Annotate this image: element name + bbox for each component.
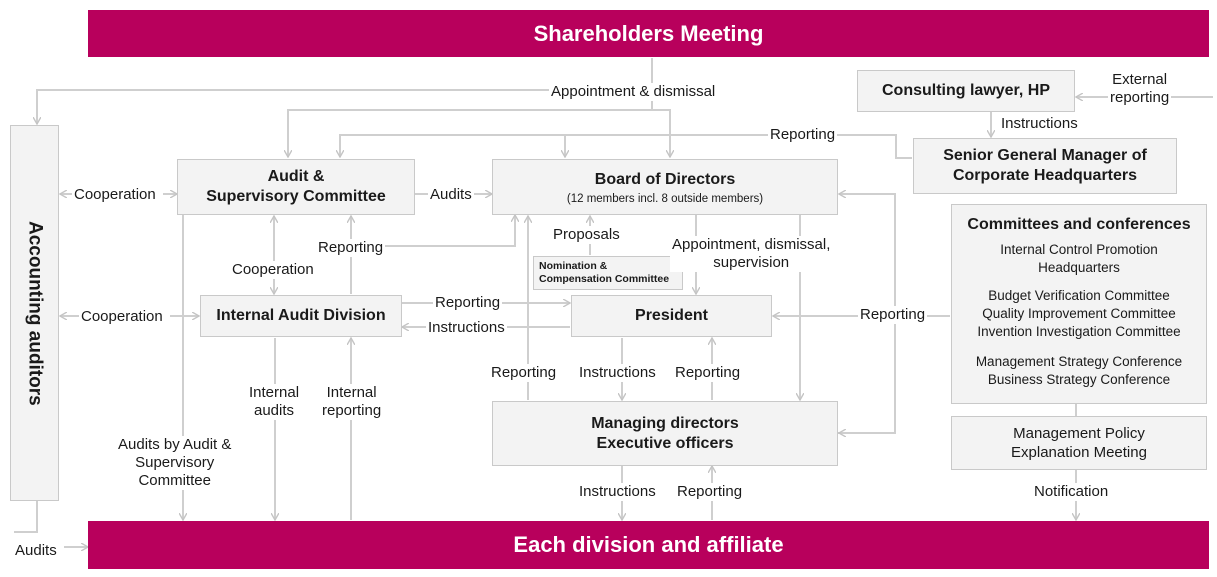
each-division-band: Each division and affiliate	[88, 521, 1209, 569]
managing-directors-box: Managing directors Executive officers	[492, 401, 838, 466]
managing-line1: Managing directors	[591, 414, 739, 432]
instructions-lawyer-label: Instructions	[999, 115, 1080, 133]
internal-reporting-line1: Internal	[326, 384, 377, 401]
accounting-auditors-label: Accounting auditors	[24, 220, 46, 406]
cooperation-label-1: Cooperation	[72, 186, 158, 204]
committee-item: Headquarters	[1038, 260, 1120, 275]
external-reporting-label: External reporting	[1108, 71, 1172, 107]
consulting-lawyer-box: Consulting lawyer, HP	[857, 70, 1075, 112]
appt-supervision-line2: supervision	[713, 254, 790, 271]
shareholders-meeting-band: Shareholders Meeting	[88, 10, 1209, 57]
committee-item: Budget Verification Committee	[988, 288, 1170, 303]
each-division-label: Each division and affiliate	[513, 532, 784, 557]
audit-committee-line1: Audit &	[267, 168, 325, 185]
reporting-ia-president-label: Reporting	[433, 294, 503, 312]
audits-by-committee-line1: Audits by Audit &	[118, 436, 232, 453]
appointment-dismissal-label: Appointment & dismissal	[549, 83, 718, 101]
audit-supervisory-committee-box: Audit & Supervisory Committee	[177, 159, 415, 215]
consulting-lawyer-label: Consulting lawyer, HP	[881, 82, 1051, 99]
external-reporting-line2: reporting	[1110, 89, 1170, 106]
committee-item: Internal Control Promotion	[1000, 242, 1158, 257]
audits-by-committee-line3: Committee	[138, 472, 211, 489]
committee-item: Management Strategy Conference	[975, 354, 1183, 369]
cooperation-label-2: Cooperation	[230, 261, 316, 279]
instructions-president-md-label: Instructions	[577, 364, 658, 382]
reporting-division-md-label: Reporting	[675, 483, 745, 501]
mgmt-policy-line2: Explanation Meeting	[1011, 444, 1147, 461]
audits-by-committee-line2: Supervisory	[135, 454, 215, 471]
committees-box: Committees and conferences Internal Cont…	[951, 204, 1207, 404]
notification-label: Notification	[1032, 483, 1111, 501]
internal-audit-division-box: Internal Audit Division	[200, 295, 402, 337]
senior-gm-line2: Corporate Headquarters	[952, 167, 1138, 184]
instructions-md-division-label: Instructions	[577, 483, 658, 501]
external-reporting-line1: External	[1112, 71, 1168, 88]
management-policy-box: Management Policy Explanation Meeting	[951, 416, 1207, 470]
president-box: President	[571, 295, 772, 337]
audits-by-committee-label: Audits by Audit & Supervisory Committee	[116, 436, 234, 490]
internal-audits-line1: Internal	[249, 384, 300, 401]
committee-item: Business Strategy Conference	[987, 372, 1171, 387]
reporting-md-board-label: Reporting	[489, 364, 559, 382]
reporting-md-president-label: Reporting	[673, 364, 743, 382]
committee-item: Invention Investigation Committee	[977, 324, 1181, 339]
president-label: President	[635, 307, 708, 324]
nomination-line2: Compensation Committee	[539, 273, 670, 285]
proposals-label: Proposals	[551, 226, 622, 244]
nomination-committee-box: Nomination & Compensation Committee	[533, 256, 683, 290]
appt-dismissal-supervision-label: Appointment, dismissal, supervision	[670, 236, 833, 272]
reporting-committees-label: Reporting	[858, 306, 928, 324]
audits-label: Audits	[428, 186, 474, 204]
internal-audit-label: Internal Audit Division	[216, 307, 386, 324]
internal-audits-label: Internal audits	[247, 384, 302, 420]
committee-item: Quality Improvement Committee	[982, 306, 1176, 321]
committees-title: Committees and conferences	[967, 216, 1191, 233]
board-of-directors-box: Board of Directors (12 members incl. 8 o…	[492, 159, 838, 215]
audit-committee-line2: Supervisory Committee	[206, 188, 386, 205]
senior-gm-box: Senior General Manager of Corporate Head…	[913, 138, 1177, 194]
reporting-gm-label: Reporting	[768, 126, 838, 144]
reporting-ia-board-label: Reporting	[316, 239, 386, 257]
nomination-line1: Nomination &	[539, 260, 608, 272]
shareholders-meeting-label: Shareholders Meeting	[533, 20, 764, 46]
appt-supervision-line1: Appointment, dismissal,	[672, 236, 831, 253]
board-subtitle: (12 members incl. 8 outside members)	[566, 192, 764, 205]
board-title: Board of Directors	[594, 170, 736, 188]
internal-audits-line2: audits	[254, 402, 295, 419]
managing-line2: Executive officers	[596, 434, 734, 452]
instructions-president-ia-label: Instructions	[426, 319, 507, 337]
internal-reporting-line2: reporting	[322, 402, 382, 419]
mgmt-policy-line1: Management Policy	[1013, 425, 1145, 442]
cooperation-label-3: Cooperation	[79, 308, 165, 326]
internal-reporting-label: Internal reporting	[320, 384, 384, 420]
audits-bottom-label: Audits	[13, 542, 59, 560]
accounting-auditors-box: Accounting auditors	[10, 125, 59, 501]
senior-gm-line1: Senior General Manager of	[943, 147, 1147, 164]
